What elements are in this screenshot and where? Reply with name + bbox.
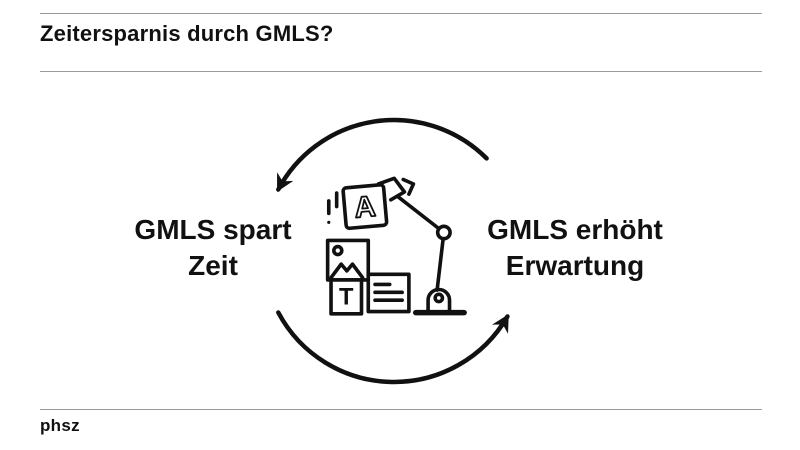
document-card-icon bbox=[366, 272, 411, 314]
robot-arm-joint bbox=[435, 224, 452, 241]
cycle-arrow-bottom bbox=[276, 310, 510, 385]
motion-dot-icon bbox=[327, 220, 331, 224]
bracket-mark-icon bbox=[401, 177, 416, 196]
robot-arm-media-icon: A T bbox=[325, 176, 467, 316]
footer-logo: phsz bbox=[40, 416, 80, 435]
robot-base-column bbox=[426, 287, 452, 314]
cycle-arrow-top bbox=[276, 117, 489, 192]
label-gmls-erhoeht-erwartung: GMLS erhöht Erwartung bbox=[460, 212, 690, 284]
robot-base-bolt bbox=[433, 292, 445, 304]
footer-rule bbox=[40, 409, 762, 410]
label-right-line2: Erwartung bbox=[505, 250, 645, 281]
photo-card-icon bbox=[325, 238, 371, 282]
card-letter: T bbox=[339, 285, 354, 311]
frame-letter: A bbox=[353, 190, 377, 225]
label-right-line1: GMLS erhöht bbox=[487, 214, 663, 245]
label-gmls-spart-zeit: GMLS spart Zeit bbox=[98, 212, 328, 284]
label-left-line2: Zeit bbox=[188, 250, 238, 281]
label-left-line1: GMLS spart bbox=[134, 214, 292, 245]
slide-title: Zeitersparnis durch GMLS? bbox=[40, 21, 334, 46]
top-rule bbox=[40, 13, 762, 14]
letter-frame-icon: A bbox=[341, 183, 389, 231]
text-card-icon: T bbox=[329, 278, 364, 316]
title-underline-rule bbox=[40, 71, 762, 72]
